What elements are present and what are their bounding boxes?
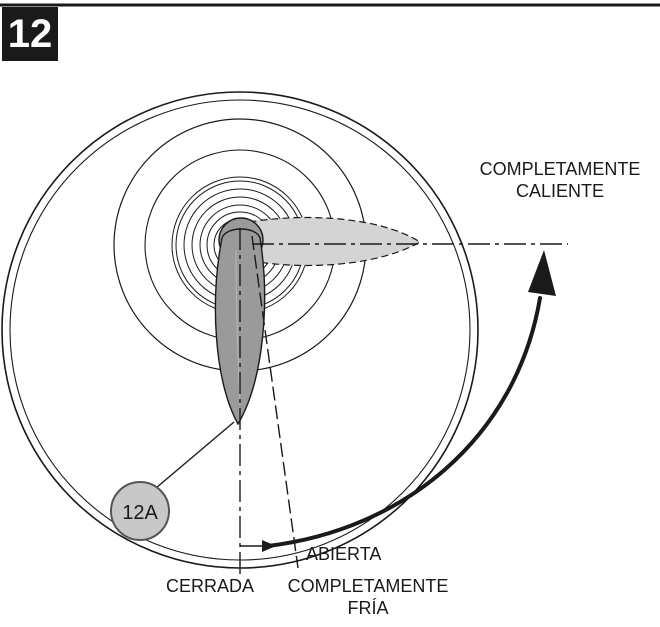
rotation-arrow-shaft: [266, 296, 542, 548]
handle-hot-position: [227, 216, 422, 267]
label-fully-hot: COMPLETAMENTE CALIENTE: [470, 158, 650, 202]
label-open: ABIERTA: [306, 544, 382, 564]
label-fully-cold-line1: COMPLETAMENTE: [287, 576, 449, 596]
callout-12a-label: 12A: [122, 502, 158, 524]
step-number-badge: 12: [2, 7, 58, 61]
closed-tick-arrow-icon: [262, 540, 276, 552]
label-fully-hot-line2: CALIENTE: [515, 181, 605, 201]
label-fully-hot-line1: COMPLETAMENTE: [479, 159, 641, 179]
curved-arrow-icon: [528, 250, 556, 296]
callout-bubble: [110, 481, 170, 541]
label-fully-cold: COMPLETAMENTE FRÍA: [278, 575, 458, 619]
open-centerline: [251, 235, 299, 569]
handle-closed-position: [214, 228, 266, 426]
callout-leader: [155, 421, 235, 489]
label-closed: CERRADA: [165, 576, 254, 596]
label-fully-cold-line2: FRÍA: [347, 598, 389, 618]
